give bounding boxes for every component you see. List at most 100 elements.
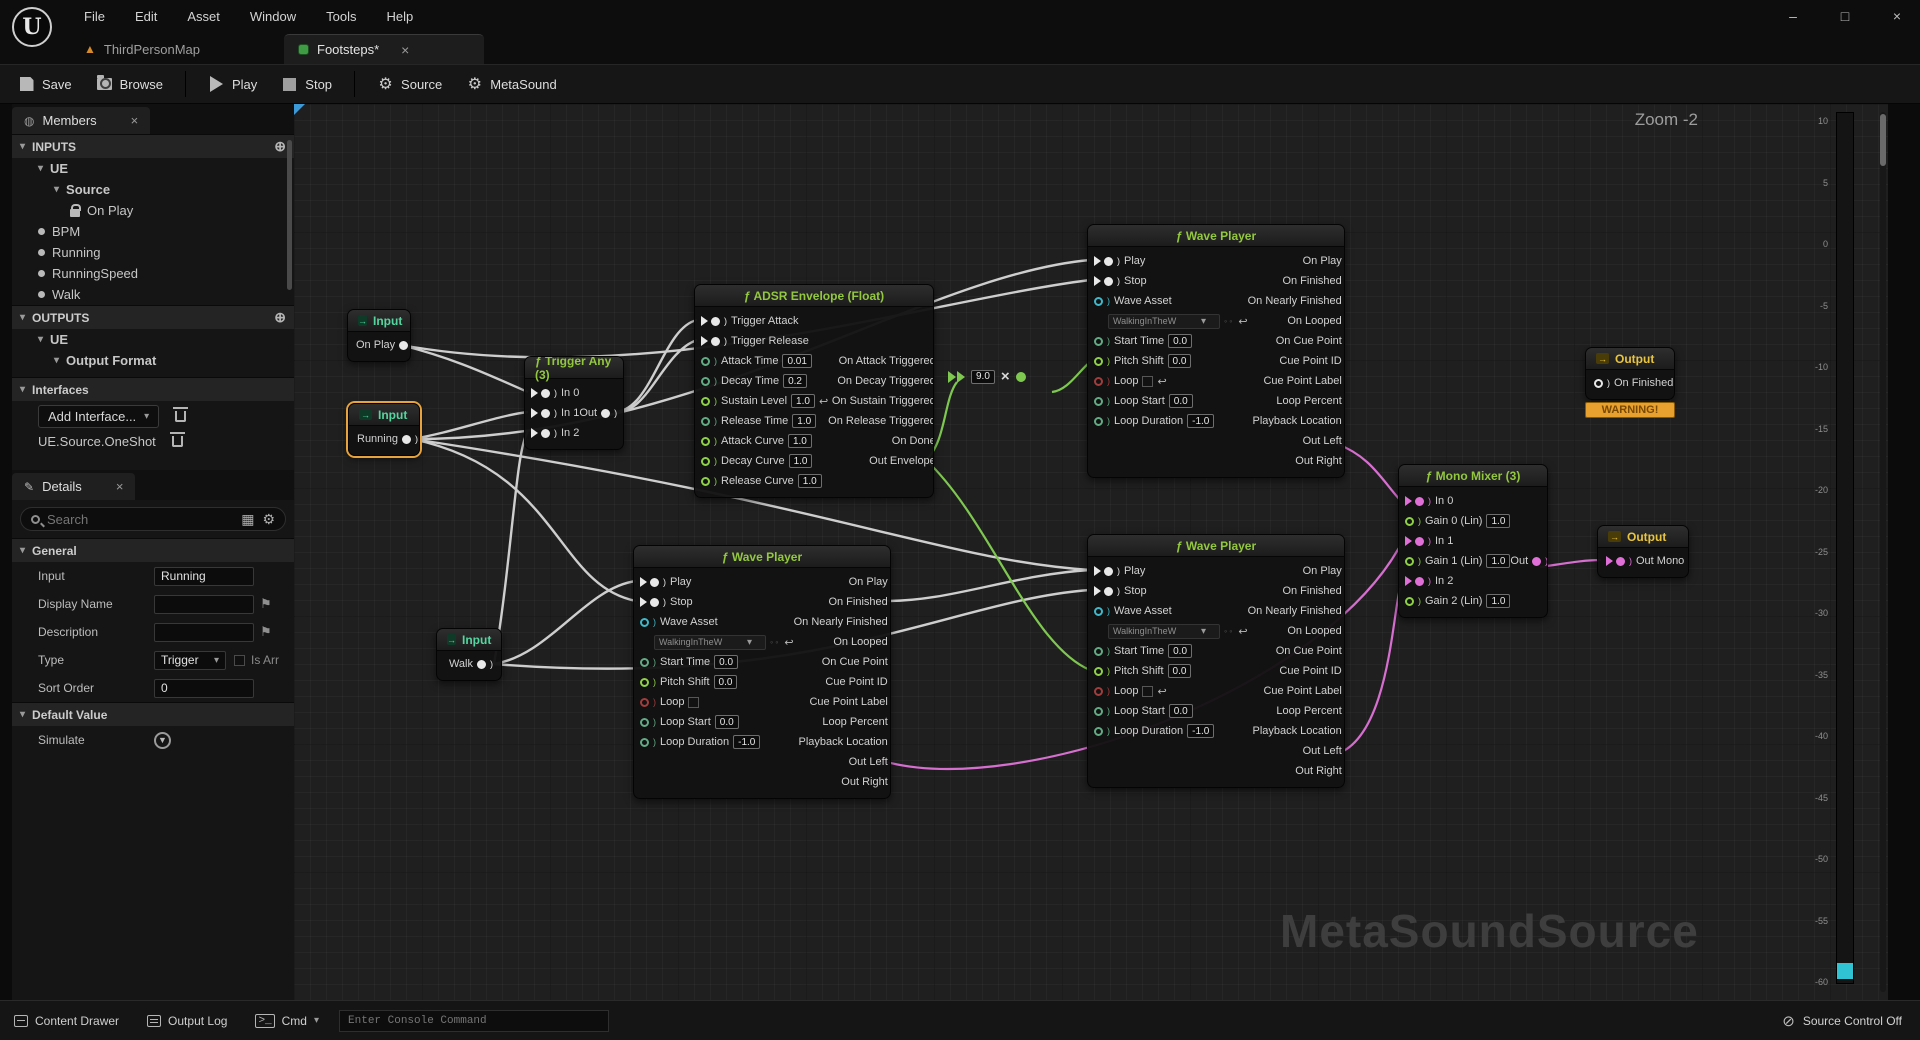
content-drawer-button[interactable]: Content Drawer <box>0 1001 133 1040</box>
pin-loop-duration[interactable] <box>1094 416 1103 426</box>
minimize-button[interactable]: – <box>1789 8 1797 24</box>
member-row-output-format[interactable]: ▾Output Format <box>12 350 294 371</box>
pin-walk[interactable] <box>477 659 486 669</box>
member-row-running[interactable]: Running <box>12 242 294 263</box>
float-literal-widget[interactable]: 9.0 × <box>948 368 1026 385</box>
pin-in-0[interactable] <box>541 388 550 398</box>
wire-walk-wpmid-play[interactable] <box>493 579 637 666</box>
member-row-runningspeed[interactable]: RunningSpeed <box>12 263 294 284</box>
grid-view-icon[interactable]: ▦ <box>241 510 255 527</box>
output-log-button[interactable]: Output Log <box>133 1001 241 1040</box>
add-inputs-icon[interactable]: ⊕ <box>274 138 286 154</box>
settings-gear-icon[interactable]: ⚙ <box>262 510 275 527</box>
pin-wave-asset[interactable] <box>1094 296 1103 306</box>
node-title-bar[interactable]: ƒ Trigger Any (3) <box>525 357 623 382</box>
field-value-input[interactable]: Running <box>154 566 254 586</box>
pin-play[interactable] <box>1104 256 1113 266</box>
member-row-bpm[interactable]: BPM <box>12 221 294 242</box>
field-value-input[interactable] <box>154 622 254 642</box>
member-row-source[interactable]: ▾Source <box>12 179 294 200</box>
flag-icon[interactable]: ⚑ <box>260 624 272 639</box>
node-title-bar[interactable]: →Output <box>1586 348 1674 370</box>
details-section-general[interactable]: ▾General <box>12 538 294 562</box>
value-box[interactable]: 0.0 <box>714 715 739 729</box>
pin-pitch-shift[interactable] <box>640 677 649 687</box>
tab-thirdpersonmap[interactable]: ▲ ThirdPersonMap <box>70 34 214 64</box>
wire-running-in1[interactable] <box>411 410 529 441</box>
value-box[interactable]: 1.0 <box>797 474 822 488</box>
pin-gain-0-(lin)[interactable] <box>1405 516 1414 526</box>
graph-scrollbar[interactable] <box>1880 112 1886 992</box>
member-row-ue[interactable]: ▾UE <box>12 158 294 179</box>
close-details-icon[interactable]: × <box>115 479 124 494</box>
wave-asset-dropdown[interactable]: WalkingInTheW▾ <box>654 634 766 650</box>
pin-stop[interactable] <box>1104 276 1113 286</box>
loop-checkbox[interactable] <box>688 696 700 708</box>
wire-wpbr-outleft-mixer-in2[interactable] <box>1336 587 1402 756</box>
graph-node-adsr-envelope[interactable]: ƒ ADSR Envelope (Float))Trigger Attack)T… <box>694 284 934 498</box>
pin-attack-time[interactable] <box>701 356 710 366</box>
wire-running-wpmid-stop[interactable] <box>411 437 637 603</box>
trash-icon[interactable] <box>173 406 189 422</box>
node-title-bar[interactable]: →Output <box>1598 526 1688 548</box>
menu-item-edit[interactable]: Edit <box>134 8 158 24</box>
value-box[interactable]: 1.0 <box>1486 554 1511 568</box>
pin-trigger-release[interactable] <box>711 336 720 346</box>
pin-decay-time[interactable] <box>701 376 710 386</box>
pin-wave-asset[interactable] <box>640 617 649 627</box>
asset-browse-icons[interactable]: ◦◦ <box>770 637 781 647</box>
value-box[interactable]: -1.0 <box>1187 414 1215 428</box>
pin-stop[interactable] <box>1104 586 1113 596</box>
wire-mixer-out-mono[interactable] <box>1539 558 1602 569</box>
pin-on-finished[interactable] <box>1594 378 1603 388</box>
members-tab[interactable]: ◍ Members × <box>12 107 151 134</box>
pin-decay-curve[interactable] <box>701 456 710 466</box>
loop-checkbox[interactable] <box>1142 375 1154 387</box>
pin-play[interactable] <box>650 577 659 587</box>
float-value-box[interactable]: 9.0 <box>971 369 995 384</box>
value-box[interactable]: -1.0 <box>1187 724 1215 738</box>
wire-envelope-wpbr-pitch[interactable] <box>925 459 1091 672</box>
trash-icon[interactable] <box>169 432 185 447</box>
wire-ta-attack[interactable] <box>613 318 698 414</box>
toolbar-button-browse[interactable]: Browse <box>84 70 175 99</box>
pin-sustain-level[interactable] <box>701 396 710 406</box>
member-row-walk[interactable]: Walk <box>12 284 294 305</box>
section-header-interfaces[interactable]: ▾Interfaces <box>12 377 294 401</box>
node-title-bar[interactable]: ƒ Wave Player <box>634 546 890 568</box>
node-title-bar[interactable]: →Input <box>437 629 501 651</box>
console-command-input[interactable] <box>339 1009 610 1032</box>
value-box[interactable]: 0.01 <box>782 354 812 368</box>
menu-item-tools[interactable]: Tools <box>326 8 357 24</box>
pin-gain-1-(lin)[interactable] <box>1405 556 1414 566</box>
pin-stop[interactable] <box>650 597 659 607</box>
loop-checkbox[interactable] <box>1142 685 1154 697</box>
value-box[interactable]: 0.0 <box>1168 704 1193 718</box>
pin-start-time[interactable] <box>1094 336 1103 346</box>
pin-out[interactable] <box>1532 556 1542 566</box>
pin-loop-duration[interactable] <box>1094 726 1103 736</box>
pin-loop-start[interactable] <box>640 717 649 727</box>
member-row-ue-source-oneshot[interactable]: UE.Source.OneShot <box>12 431 294 452</box>
value-box[interactable]: 0.0 <box>713 675 738 689</box>
pin-trigger-attack[interactable] <box>711 316 720 326</box>
add-interface-dropdown[interactable]: Add Interface...▾ <box>38 404 160 428</box>
section-header-outputs[interactable]: ▾OUTPUTS⊕ <box>12 305 294 329</box>
pin-wave-asset[interactable] <box>1094 606 1103 616</box>
close-tab-icon[interactable]: × <box>401 41 410 58</box>
pin-release-curve[interactable] <box>701 476 710 486</box>
node-title-bar[interactable]: ƒ Wave Player <box>1088 535 1344 557</box>
toolbar-button-stop[interactable]: Stop <box>269 70 344 99</box>
details-section-default-value[interactable]: ▾Default Value <box>12 702 294 726</box>
value-box[interactable]: -1.0 <box>733 735 761 749</box>
pin-pitch-shift[interactable] <box>1094 356 1103 366</box>
value-box[interactable]: 1.0 <box>791 394 815 408</box>
pin-loop-start[interactable] <box>1094 706 1103 716</box>
node-title-bar[interactable]: ƒ Mono Mixer (3) <box>1399 465 1547 487</box>
pin-pitch-shift[interactable] <box>1094 666 1103 676</box>
members-scrollbar[interactable] <box>287 140 292 290</box>
member-row-on-play[interactable]: On Play <box>12 200 294 221</box>
value-box[interactable]: 0.0 <box>714 655 739 669</box>
